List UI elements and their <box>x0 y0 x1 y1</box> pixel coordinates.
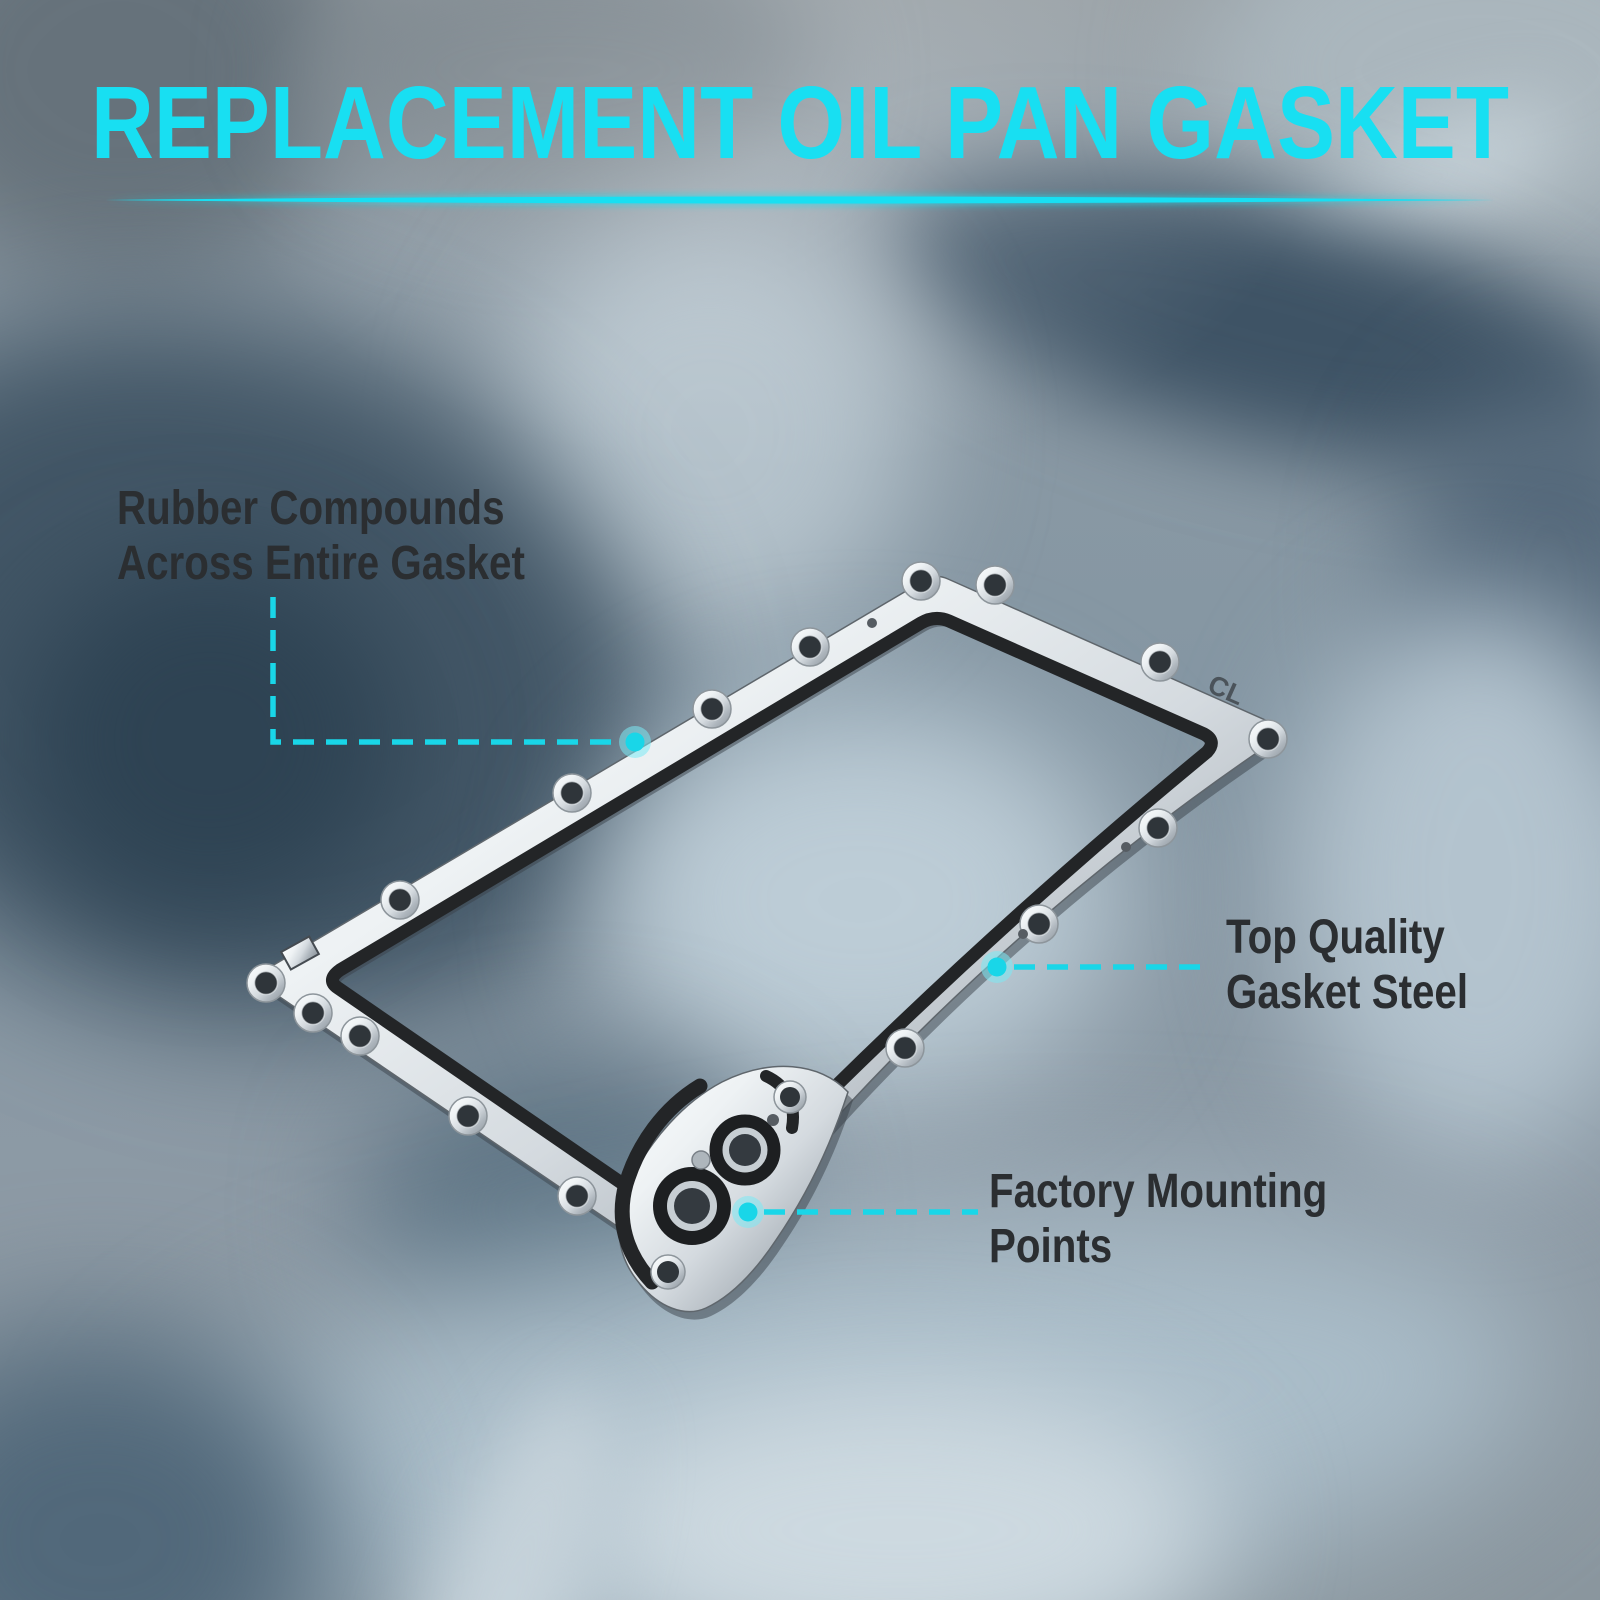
dot-core <box>625 732 645 752</box>
callout-dot-steel <box>981 951 1013 983</box>
oil-pan-gasket-image: CL <box>246 561 1288 1320</box>
callout-dot-mounting <box>732 1196 764 1228</box>
background-blob <box>300 0 820 200</box>
tab-pin-hole <box>767 1114 779 1126</box>
dot-core <box>738 1202 758 1222</box>
mounting-port-seal <box>709 1114 781 1186</box>
callout-label-gasket-steel: Top Quality Gasket Steel <box>1226 910 1468 1020</box>
title-underline <box>105 196 1495 204</box>
callout-leaders <box>270 597 1200 1215</box>
tab-small-hole <box>691 1150 711 1170</box>
mounting-port-seal <box>653 1167 731 1245</box>
mounting-tab <box>614 1065 853 1320</box>
label-line: Factory Mounting <box>989 1165 1328 1218</box>
callout-label-mounting-points: Factory Mounting Points <box>989 1164 1327 1274</box>
mounting-tab-bead <box>614 1078 708 1290</box>
pin-holes <box>867 618 1131 939</box>
label-line: Gasket Steel <box>1226 966 1469 1019</box>
label-line: Rubber Compounds <box>117 482 505 535</box>
bolt-holes <box>253 568 1281 1209</box>
tab-bolt-hole <box>657 1261 679 1283</box>
label-line: Across Entire Gasket <box>117 537 525 590</box>
label-line: Top Quality <box>1226 911 1445 964</box>
label-line: Points <box>989 1220 1113 1273</box>
callout-label-rubber-compounds: Rubber Compounds Across Entire Gasket <box>117 481 525 591</box>
mounting-port-hole <box>729 1134 761 1166</box>
mounting-port-hole <box>674 1188 710 1224</box>
page-title: REPLACEMENT OIL PAN GASKET <box>91 65 1509 180</box>
gasket-notch-tab <box>279 935 321 971</box>
background-blob <box>1290 600 1600 1160</box>
tab-bolt-hole <box>780 1087 800 1107</box>
leader-rubber-compounds <box>270 597 616 745</box>
dot-core <box>987 957 1007 977</box>
callout-dot-rubber <box>619 726 651 758</box>
